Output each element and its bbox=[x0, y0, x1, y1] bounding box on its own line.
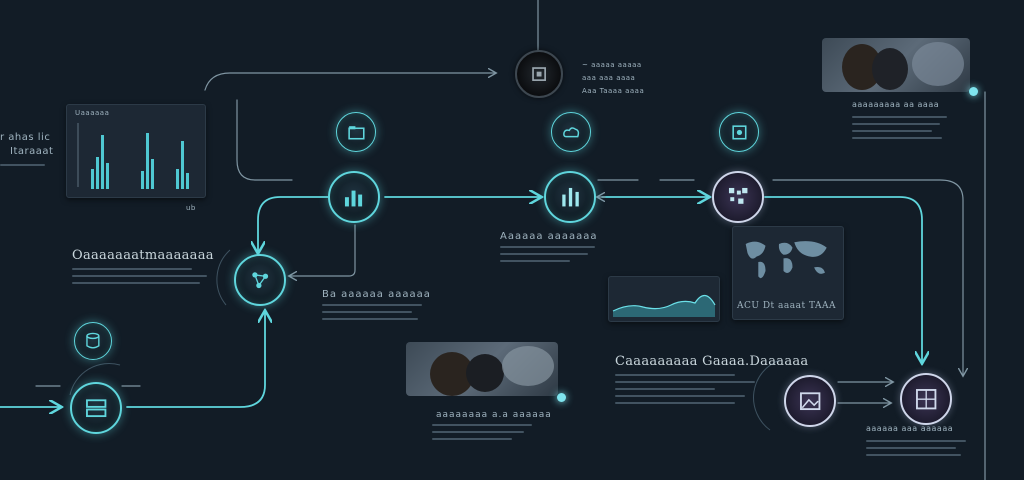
bottom-right-label: aaaaaa aaa aaaaaa bbox=[866, 424, 954, 433]
top-right-label: aaaaaaaaa aa aaaa bbox=[852, 100, 940, 109]
small-node-3[interactable] bbox=[719, 112, 759, 152]
mid-caption: Ba aaaaaa aaaaaa bbox=[322, 289, 431, 300]
cloud-text bbox=[432, 424, 532, 445]
world-map bbox=[745, 241, 827, 279]
grid-icon bbox=[728, 187, 748, 204]
mid-text bbox=[322, 304, 422, 325]
hub-node-right[interactable] bbox=[712, 171, 764, 223]
cloud-image bbox=[406, 342, 558, 396]
status-dot-mid bbox=[557, 393, 566, 402]
hub-node-left[interactable] bbox=[234, 254, 286, 306]
hub-node-center[interactable] bbox=[544, 171, 596, 223]
start-node[interactable] bbox=[70, 382, 122, 434]
server-icon bbox=[85, 399, 107, 417]
output-node-right[interactable] bbox=[900, 373, 952, 425]
map-caption: ACU Dt aaaat TAAA bbox=[737, 301, 836, 311]
left-heading: Oaaaaaaatmaaaaaaa bbox=[72, 248, 214, 263]
output-node-left[interactable] bbox=[784, 375, 836, 427]
left-paragraph bbox=[72, 268, 207, 289]
area-chart bbox=[612, 294, 716, 317]
center-heading: Aaaaaa aaaaaaa bbox=[500, 231, 598, 242]
top-center-line-2: aaa aaa aaaa bbox=[582, 74, 636, 82]
chart-foot: ub bbox=[186, 204, 196, 212]
top-center-line-3: Aaa Taaaa aaaa bbox=[582, 87, 645, 95]
network-icon bbox=[252, 272, 268, 288]
status-dot-top bbox=[969, 87, 978, 96]
chart-heading: Uaaaaaa bbox=[75, 109, 110, 117]
cloud-icon bbox=[562, 126, 579, 137]
cpu-icon bbox=[532, 67, 546, 81]
small-node-1[interactable] bbox=[336, 112, 376, 152]
top-left-text bbox=[0, 164, 45, 171]
hub-node-center-left[interactable] bbox=[328, 171, 380, 223]
chart-axis-y bbox=[77, 123, 79, 187]
database-icon bbox=[86, 332, 100, 349]
bottom-heading: Caaaaaaaaa Gaaaa.Daaaaaa bbox=[615, 354, 809, 369]
bottom-right-text bbox=[866, 440, 966, 461]
image-icon bbox=[799, 392, 821, 410]
top-left-title-1: r ahas lic bbox=[0, 132, 51, 143]
world-map-panel[interactable]: ACU Dt aaaat TAAA bbox=[732, 226, 844, 320]
chart-icon bbox=[344, 190, 362, 207]
folder-icon bbox=[347, 125, 365, 140]
small-node-2[interactable] bbox=[551, 112, 591, 152]
area-chart-panel[interactable] bbox=[608, 276, 720, 322]
cloud-caption: aaaaaaaa a.a aaaaaa bbox=[436, 410, 552, 420]
top-left-title-2: Itaraaat bbox=[10, 146, 54, 157]
bar-chart-bars bbox=[91, 133, 189, 189]
bottom-text bbox=[615, 374, 755, 409]
puzzle-icon bbox=[731, 124, 747, 140]
graph-icon bbox=[562, 187, 579, 207]
window-icon bbox=[915, 388, 937, 410]
top-source-node[interactable] bbox=[515, 50, 563, 98]
center-text bbox=[500, 246, 595, 267]
top-center-line-1: ~ aaaaa aaaaa bbox=[582, 61, 642, 69]
top-right-text bbox=[852, 116, 947, 144]
bar-chart-panel[interactable]: Uaaaaaa bbox=[66, 104, 206, 198]
top-right-image bbox=[822, 38, 970, 92]
small-node-4[interactable] bbox=[74, 322, 112, 360]
